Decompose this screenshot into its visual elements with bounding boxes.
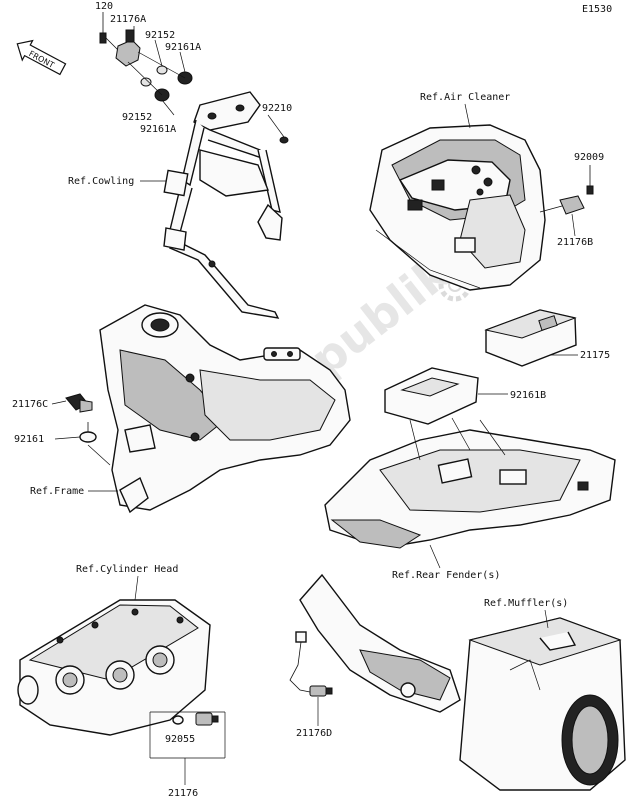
label-21175: 21175 — [580, 350, 610, 361]
label-21176: 21176 — [168, 788, 198, 799]
sensor-21176D — [289, 631, 333, 697]
label-92152-bottom: 92152 — [122, 112, 152, 123]
label-92161A-top: 92161A — [165, 42, 201, 53]
label-21176B: 21176B — [557, 237, 593, 248]
cylinder-head — [17, 599, 211, 736]
label-21176D: 21176D — [296, 728, 332, 739]
sensor-21176C — [65, 393, 97, 443]
label-ref-air-cleaner: Ref.Air Cleaner — [420, 92, 510, 103]
rear-fender — [324, 417, 616, 549]
label-21176A: 21176A — [110, 14, 146, 25]
label-ref-cylinder-head: Ref.Cylinder Head — [76, 564, 178, 575]
sensor-21176A-assembly — [99, 12, 193, 102]
label-ref-muffler: Ref.Muffler(s) — [484, 598, 568, 609]
label-ref-cowling: Ref.Cowling — [68, 176, 134, 187]
label-92009: 92009 — [574, 152, 604, 163]
label-92055: 92055 — [165, 734, 195, 745]
label-ref-frame: Ref.Frame — [30, 486, 84, 497]
ecu-21175 — [484, 309, 577, 367]
label-92152-top: 92152 — [145, 30, 175, 41]
label-ref-rear-fender: Ref.Rear Fender(s) — [392, 570, 500, 581]
damper-92161B — [384, 367, 479, 425]
exhaust-pipe-and-muffler — [299, 573, 626, 791]
diagram-code: E1530 — [582, 4, 612, 15]
label-92161B: 92161B — [510, 390, 546, 401]
label-92210: 92210 — [262, 103, 292, 114]
front-arrow-icon: FRONT — [16, 39, 67, 76]
label-120: 120 — [95, 1, 113, 12]
label-21176C: 21176C — [12, 399, 48, 410]
cowling-bracket — [163, 91, 289, 319]
frame — [99, 304, 351, 514]
label-92161A-bottom: 92161A — [140, 124, 176, 135]
sensor-21176B — [539, 165, 594, 215]
label-92161: 92161 — [14, 434, 44, 445]
sensor-21176 — [172, 712, 219, 726]
air-cleaner-housing — [369, 124, 546, 291]
